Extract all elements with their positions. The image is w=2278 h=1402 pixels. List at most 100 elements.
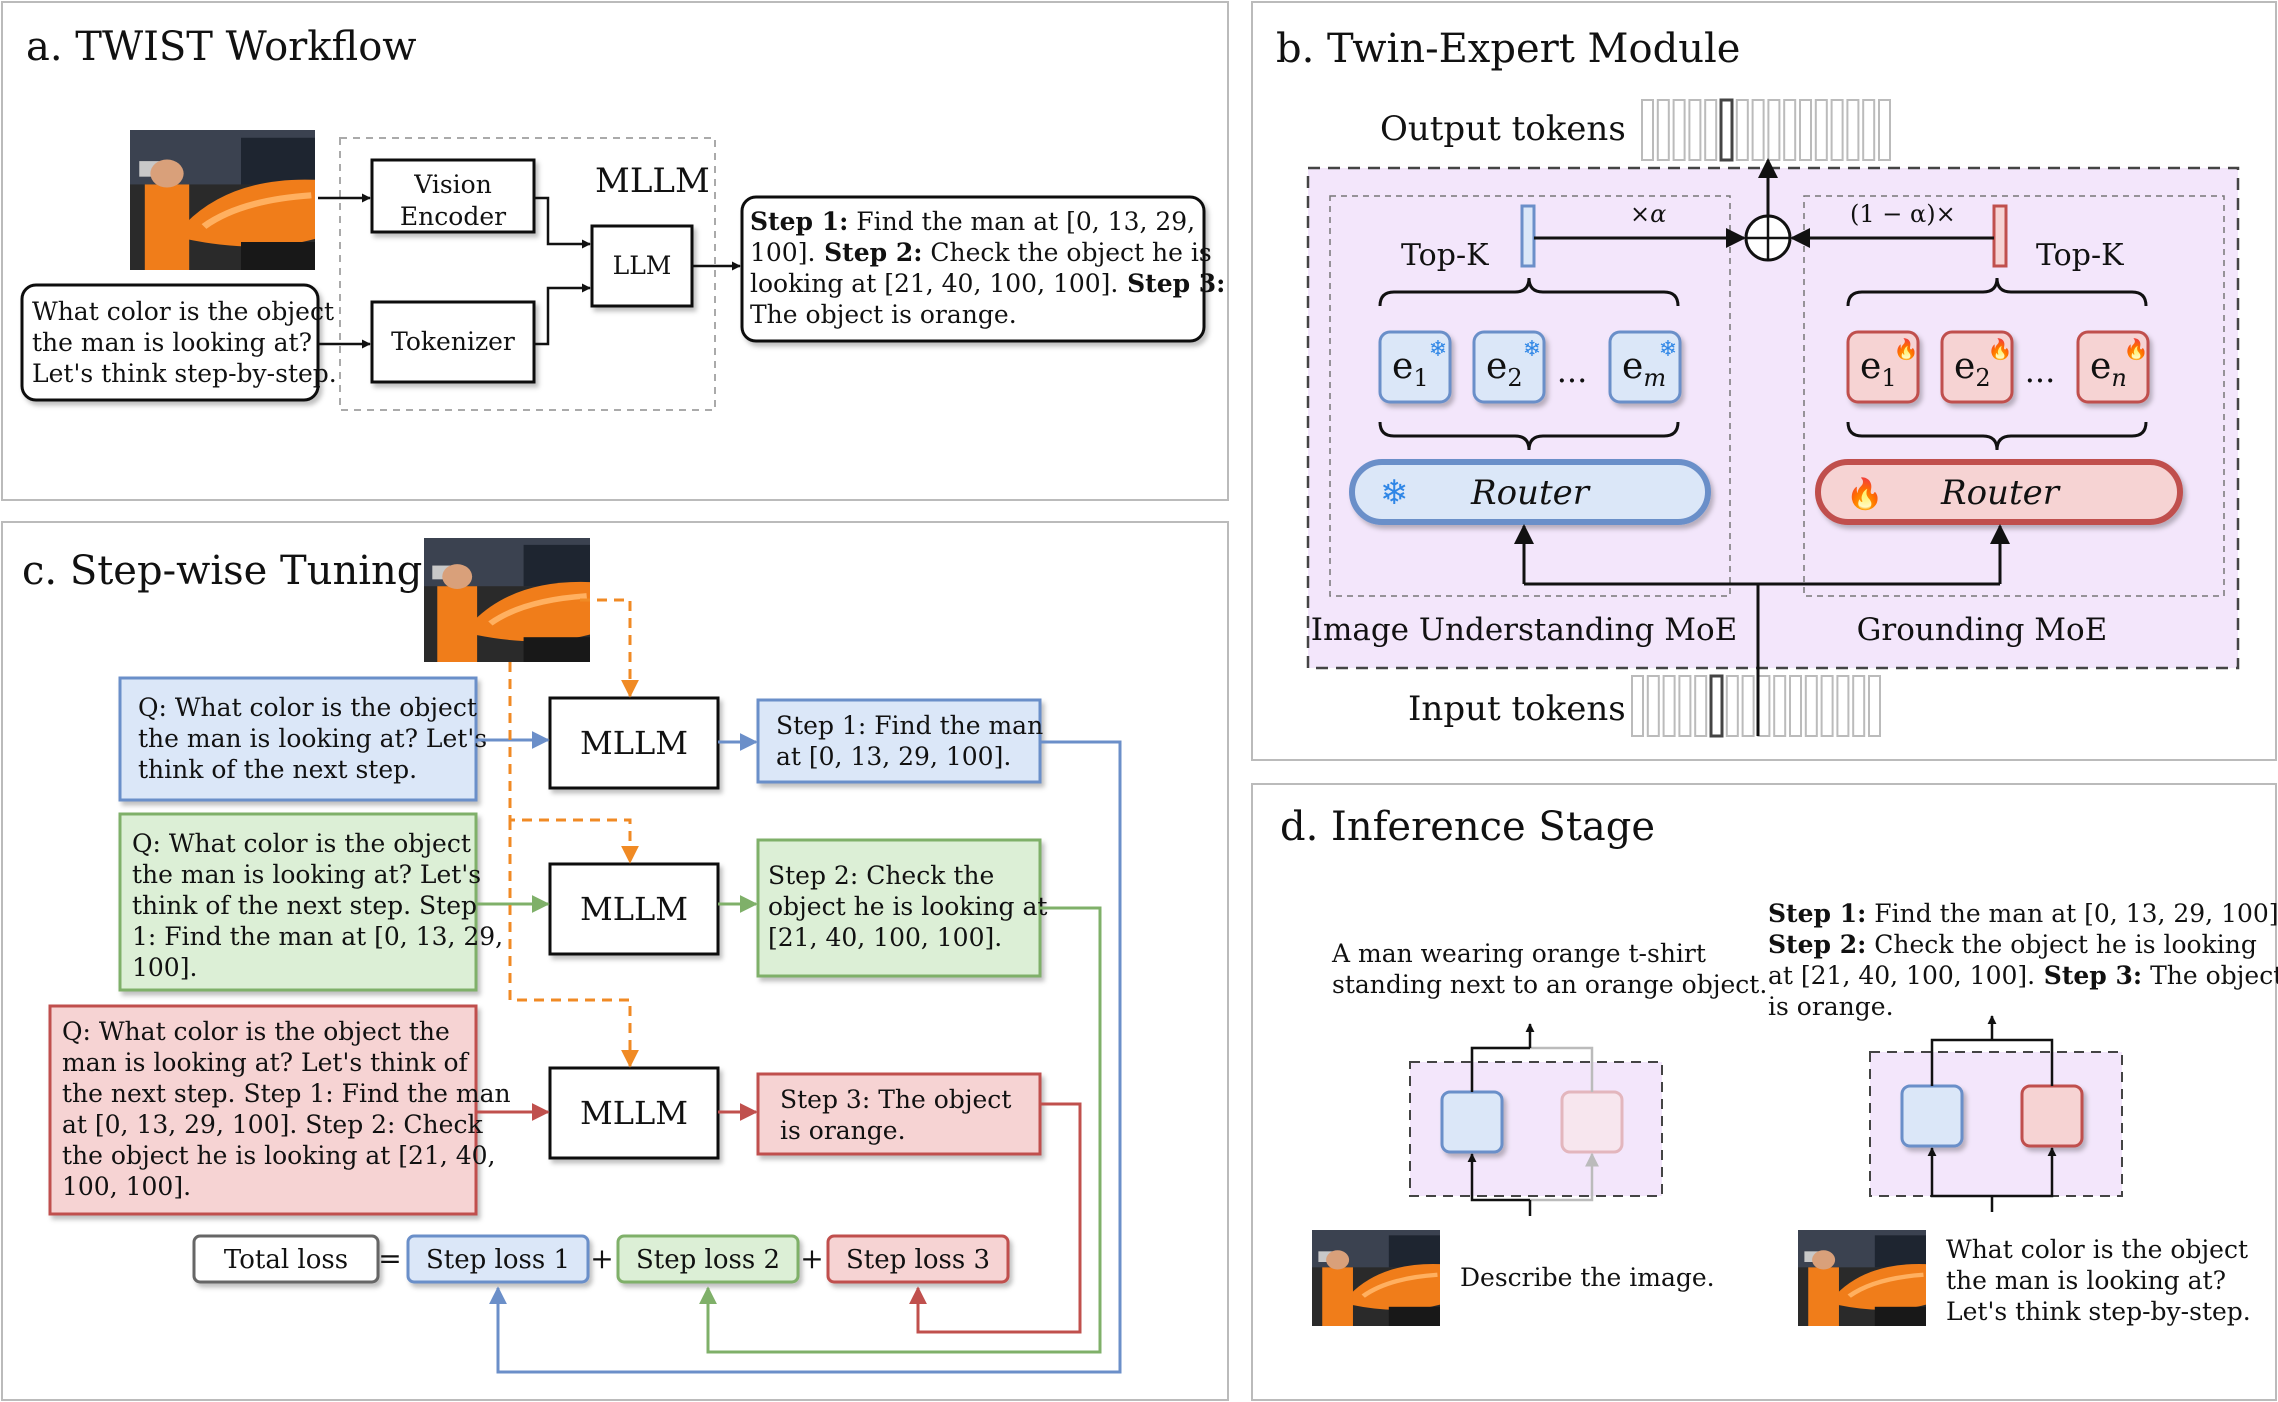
caption-right-text-line-3: at [21, 40, 100, 100]. Step 3: The objec… (1768, 961, 2278, 990)
top-k-left-bar (1520, 204, 1536, 268)
top-k-left: Top-K (1401, 238, 1489, 273)
text-span: 100]. (750, 238, 815, 267)
step-loss-2-box (616, 1234, 800, 1284)
question-2-text-line-2: the man is looking at? Let's (132, 860, 481, 889)
question-3-text-line-4: at [0, 13, 29, 100]. Step 2: Check (62, 1110, 483, 1139)
input-token (1709, 674, 1724, 738)
snowflake-icon: ❄ (1659, 337, 1677, 362)
panel-d-frame (1251, 783, 2277, 1401)
input-token (1789, 675, 1802, 737)
question-3-text-line-5: the object he is looking at [21, 40, (62, 1141, 496, 1170)
bold-span: Step 1: (1768, 899, 1866, 928)
output-token (1830, 99, 1844, 161)
output-token (1719, 98, 1734, 162)
output-token (1862, 99, 1876, 161)
expert-sub: 2 (1975, 364, 1990, 392)
ellipsis-right: ... (2025, 352, 2056, 390)
input-token (1631, 675, 1644, 737)
tokenizer-label: Tokenizer (391, 327, 515, 356)
expert-left-2 (1472, 330, 1546, 404)
right-input-to-grounding-arrow (1992, 1147, 2057, 1198)
question-3-text-line-3: the next step. Step 1: Find the man (62, 1079, 511, 1108)
input-token (1773, 675, 1787, 737)
panel-d-title: d. Inference Stage (1280, 804, 1655, 850)
top-k-right-bar (1992, 204, 2008, 268)
question-2-text-line-1: Q: What color is the object (132, 829, 471, 858)
step-loss-2-label: Step loss 2 (636, 1245, 780, 1275)
right-input-image (1798, 1230, 1926, 1326)
expert-right-1-label: e1 (1860, 346, 1897, 392)
expert-base: e (1954, 346, 1975, 387)
expert-sub: 2 (1507, 364, 1522, 392)
mllm-box-1-label: MLLM (580, 724, 688, 762)
output-token (1751, 99, 1765, 161)
fire-icon: 🔥 (2124, 337, 2149, 361)
router-right-fire-icon: 🔥 (1846, 476, 1883, 512)
image-to-mllm3-arrow (508, 820, 639, 1068)
expert-right-2-label: e2 (1954, 346, 1991, 392)
expert-left-1-label: e1 (1392, 346, 1429, 392)
question-2-text-line-5: 100]. (132, 953, 197, 982)
expert-base: e (1486, 346, 1507, 387)
step-loss-1-box (406, 1234, 590, 1284)
answer-text-line-1: Step 1: Find the man at [0, 13, 29, (750, 207, 1195, 236)
router-right-label: Router (1940, 473, 2061, 513)
expert-sub: n (2111, 364, 2126, 392)
mllm-dashed-box (339, 137, 716, 411)
answer-text-line-3: looking at [21, 40, 100, 100]. Step 3: (750, 269, 1225, 298)
output-token (1878, 99, 1891, 161)
input-token (1820, 675, 1834, 737)
text-span: The object is orange. (750, 300, 1017, 329)
output-tokens-label: Output tokens (1380, 109, 1626, 149)
answer-1-text-line-1: Step 1: Find the man (776, 711, 1043, 740)
answer-box-3 (756, 1072, 1042, 1156)
input-token (1836, 675, 1850, 737)
step-loss-1-label: Step loss 1 (426, 1245, 570, 1275)
answer-1-text-line-2: at [0, 13, 29, 100]. (776, 742, 1011, 771)
output-token (1641, 99, 1654, 161)
step-loss-3-box (826, 1234, 1010, 1284)
text-span: is orange. (1768, 992, 1894, 1021)
plus-sign-2: + (800, 1242, 823, 1275)
question-box-2 (118, 812, 478, 992)
panel-b-frame (1251, 1, 2277, 761)
output-token (1672, 99, 1686, 161)
mllm-box-1 (548, 696, 720, 790)
tokenizer-box (370, 300, 536, 384)
text-span: Check the object he is looking (1866, 930, 2257, 959)
answer-3-text-line-2: is orange. (780, 1116, 906, 1145)
output-token (1688, 99, 1702, 161)
text-span: Find the man at [0, 13, 29, (848, 207, 1195, 236)
text-span: at [21, 40, 100, 100]. (1768, 961, 2035, 990)
input-tokens-label: Input tokens (1408, 689, 1626, 729)
prompt-right-text-line-2: the man is looking at? (1946, 1266, 2226, 1295)
question-box (20, 283, 320, 402)
grounding-moe-label: Grounding MoE (1857, 612, 2108, 648)
left-input-arrow (1467, 1153, 1530, 1202)
grounding-moe-box (1803, 195, 2225, 597)
question-2-text-line-4: 1: Find the man at [0, 13, 29, (132, 922, 503, 951)
question-1-text-line-2: the man is looking at? Let's (138, 724, 487, 753)
top-k-right: Top-K (2036, 238, 2124, 273)
left-understanding-expert (1440, 1090, 1504, 1154)
question-2-text-line-3: think of the next step. Step (132, 891, 477, 920)
answer-text-line-4: The object is orange. (750, 300, 1017, 329)
mllm-box-2-label: MLLM (580, 890, 688, 928)
answer-2-text-line-3: [21, 40, 100, 100]. (768, 923, 1002, 952)
vision-encoder-label-1: Vision (413, 170, 492, 199)
vision-encoder-label-2: Encoder (400, 202, 506, 231)
bold-span: Step 2: (1768, 930, 1866, 959)
answer-box (740, 195, 1206, 343)
expert-base: e (1860, 346, 1881, 387)
plus-sign-1: + (590, 1242, 613, 1275)
left-input-image (1312, 1230, 1440, 1326)
output-token (1814, 99, 1828, 161)
router-left (1349, 459, 1711, 525)
fire-icon: 🔥 (1894, 337, 1919, 361)
panel-c-frame (1, 521, 1229, 1401)
answer-2-text-line-2: object he is looking at (768, 892, 1047, 921)
input-image (424, 538, 590, 662)
alpha-left-label: ×α (1630, 200, 1666, 228)
